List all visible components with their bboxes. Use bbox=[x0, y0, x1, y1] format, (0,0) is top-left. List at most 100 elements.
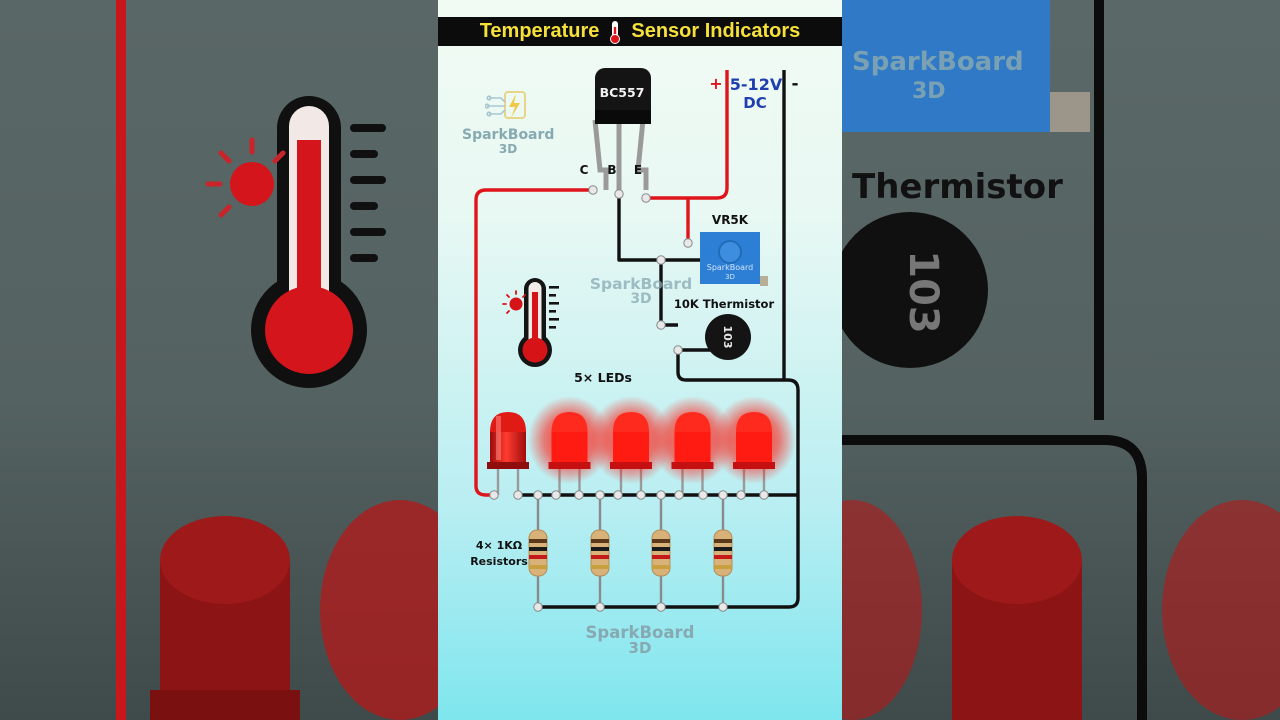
led-rim bbox=[548, 462, 591, 469]
title-right: Sensor Indicators bbox=[631, 20, 801, 42]
thermometer-icon-large bbox=[502, 278, 559, 367]
resistor-band bbox=[714, 565, 732, 569]
led-5 bbox=[712, 396, 796, 495]
resistor-body bbox=[651, 529, 671, 577]
junction-dot bbox=[656, 602, 666, 612]
led-dome bbox=[490, 412, 526, 432]
bg-black-wire bbox=[1094, 0, 1104, 420]
thermometer-icon bbox=[610, 20, 621, 44]
junction-dot bbox=[656, 320, 666, 330]
watermark-top: SparkBoard 3D bbox=[462, 86, 554, 155]
thermistor: 103 10K Thermistor bbox=[674, 297, 775, 360]
circuit-diagram: BC557 C B E SparkBoard 3D VR5K 103 10K T… bbox=[470, 68, 800, 612]
junction-dot bbox=[656, 255, 666, 265]
resistor-body bbox=[713, 529, 733, 577]
resistor-band bbox=[591, 555, 609, 559]
resistor-band bbox=[591, 539, 609, 543]
pot-watermark-1: SparkBoard bbox=[707, 263, 754, 272]
junction-dot bbox=[574, 490, 584, 500]
resistor-band bbox=[652, 555, 670, 559]
bg-red-wire bbox=[116, 0, 126, 720]
junction-dot bbox=[683, 238, 693, 248]
led-body bbox=[613, 430, 649, 466]
led-2 bbox=[527, 396, 612, 495]
positive-wire-supply bbox=[646, 70, 729, 200]
resistor-body bbox=[590, 529, 610, 577]
power-minus: - bbox=[791, 74, 798, 94]
pin-label-e: E bbox=[634, 163, 642, 177]
bg-led-right bbox=[952, 516, 1082, 720]
bg-thermistor-code: 103 bbox=[900, 250, 946, 334]
bg-thermometer-icon bbox=[251, 96, 386, 388]
bg-pot-pin bbox=[1050, 92, 1090, 132]
watermark-top-line2: 3D bbox=[498, 141, 518, 156]
potentiometer-vr5k: SparkBoard 3D VR5K bbox=[700, 213, 768, 286]
bg-potentiometer bbox=[842, 0, 1050, 132]
junction-dot bbox=[588, 185, 598, 195]
led-dome bbox=[736, 412, 772, 432]
resistor-band bbox=[591, 565, 609, 569]
bg-watermark-line2: 3D bbox=[912, 79, 946, 104]
resistor-body bbox=[528, 529, 548, 577]
resistor-band bbox=[591, 547, 609, 551]
power-voltage: 5-12V bbox=[730, 75, 783, 94]
led-rim bbox=[733, 462, 775, 469]
bg-led-glow-right bbox=[1162, 500, 1280, 720]
led-1 bbox=[487, 412, 529, 495]
positive-wires bbox=[474, 70, 729, 497]
resistor-band bbox=[652, 547, 670, 551]
led-dome bbox=[551, 412, 588, 432]
resistor-band bbox=[714, 539, 732, 543]
resistor-band bbox=[529, 565, 547, 569]
led-body bbox=[490, 430, 526, 466]
led-body bbox=[551, 430, 588, 466]
pot-label: VR5K bbox=[712, 213, 749, 227]
junction-dot bbox=[656, 490, 666, 500]
junction-dot bbox=[736, 490, 746, 500]
bg-black-wire-corner bbox=[842, 435, 1147, 720]
resistor-1 bbox=[528, 529, 548, 577]
watermark-middle-line1: SparkBoard bbox=[589, 275, 693, 293]
bg-watermark-line1: SparkBoard bbox=[852, 47, 1024, 77]
junction-dot bbox=[674, 490, 684, 500]
junction-dots bbox=[489, 185, 769, 612]
resistor-band bbox=[714, 547, 732, 551]
power-type: DC bbox=[743, 94, 766, 112]
watermark-bottom: SparkBoard 3D bbox=[583, 624, 697, 657]
pot-watermark-2: 3D bbox=[725, 273, 735, 281]
resistors-label-line2: Resistors bbox=[470, 555, 528, 568]
led-4 bbox=[650, 396, 735, 495]
led-dome bbox=[674, 412, 711, 432]
junction-dot bbox=[513, 490, 523, 500]
bg-sun-icon bbox=[205, 137, 286, 218]
thermistor-code: 103 bbox=[721, 326, 734, 349]
background-left bbox=[0, 0, 438, 720]
resistor-2 bbox=[590, 529, 610, 577]
led-highlight bbox=[496, 416, 501, 460]
thermistor-label: 10K Thermistor bbox=[674, 297, 775, 311]
junction-dot bbox=[533, 602, 543, 612]
background-right-art: Thermistor 103 SparkBoard 3D bbox=[842, 0, 1280, 720]
bg-led-left bbox=[150, 516, 300, 720]
resistor-band bbox=[714, 555, 732, 559]
junction-dot bbox=[595, 490, 605, 500]
resistor-band bbox=[529, 555, 547, 559]
watermark-middle: SparkBoard 3D bbox=[588, 276, 694, 307]
led-rim bbox=[610, 462, 652, 469]
junction-dot bbox=[673, 345, 683, 355]
junction-dot bbox=[718, 602, 728, 612]
junction-dot bbox=[718, 490, 728, 500]
junction-dot bbox=[551, 490, 561, 500]
transistor-bc557: BC557 C B E bbox=[580, 68, 651, 190]
resistor-band bbox=[652, 539, 670, 543]
pin-label-c: C bbox=[580, 163, 589, 177]
background-left-art bbox=[116, 0, 438, 720]
led-body bbox=[736, 430, 772, 466]
watermark-middle-line2: 3D bbox=[630, 291, 652, 308]
title-bar: Temperature Sensor Indicators bbox=[438, 17, 842, 46]
resistor-4 bbox=[713, 529, 733, 577]
junction-dot bbox=[614, 189, 624, 199]
watermark-top-line1: SparkBoard bbox=[462, 127, 555, 143]
circuit-panel: Temperature Sensor Indicators bbox=[438, 0, 842, 720]
resistor-leads bbox=[536, 495, 725, 607]
